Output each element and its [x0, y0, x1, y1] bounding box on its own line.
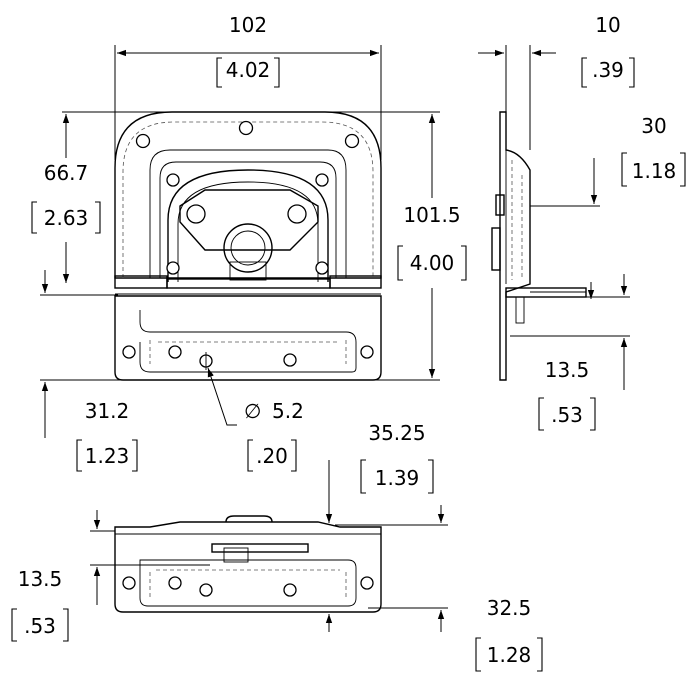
- side-latch: [495, 194, 505, 216]
- center-boss-inner: [230, 230, 266, 266]
- mount-hole: [135, 133, 151, 149]
- dim-bottom-upper-mm: 35.25: [368, 421, 425, 445]
- dim-height-left-in: 2.63: [44, 206, 89, 230]
- bottom-recess: [139, 559, 357, 607]
- mount-hole: [238, 120, 254, 136]
- mount-hole: [360, 345, 374, 359]
- side-plate: [499, 111, 531, 381]
- center-boss: [223, 223, 273, 273]
- bracket: [360, 459, 434, 494]
- leader-hole-diameter: [207, 367, 237, 426]
- dish-hidden-rim: [122, 121, 374, 278]
- bottom-latch-block: [223, 547, 249, 563]
- dim-hole-offset-mm: 31.2: [85, 399, 130, 423]
- bottom-hidden: [149, 569, 347, 600]
- bottom-boss: [225, 515, 273, 523]
- dim-bottom-right-mm: 32.5: [487, 596, 532, 620]
- mount-hole: [166, 173, 180, 187]
- side-dimensions: 10 .39 30 1.18 13.5 .53: [478, 13, 686, 431]
- bracket: [538, 397, 596, 431]
- bracket: [76, 439, 138, 472]
- dim-hole-diameter-in: .20: [256, 444, 288, 468]
- bracket: [247, 439, 297, 472]
- bottom-plate: [114, 521, 382, 613]
- dish-recess: [159, 161, 337, 278]
- dim-height-total-mm: 101.5: [403, 203, 460, 227]
- mount-hole: [166, 261, 180, 275]
- bracket: [397, 245, 467, 281]
- dim-offset-right-in: 1.18: [632, 159, 677, 183]
- side-boss: [491, 227, 501, 271]
- dim-bottom-right-in: 1.28: [487, 643, 532, 667]
- latch-plate-hole: [186, 204, 206, 224]
- handle-ring-inner: [177, 181, 319, 282]
- dish-plate-outline: [114, 111, 382, 279]
- dim-height-total-in: 4.00: [410, 251, 455, 275]
- bracket: [11, 608, 69, 642]
- mount-hole: [315, 173, 329, 187]
- dim-height-left-mm: 66.7: [44, 161, 89, 185]
- side-hinge-tab: [505, 287, 587, 298]
- base-plate: [114, 295, 382, 381]
- mount-hole: [315, 261, 329, 275]
- mount-hole: [122, 345, 136, 359]
- mount-hole: [199, 583, 213, 597]
- dim-width-mm: 102: [229, 13, 267, 37]
- dim-bottom-left-mm: 13.5: [18, 567, 63, 591]
- dim-bottom-upper-in: 1.39: [375, 466, 420, 490]
- bottom-view: [90, 515, 448, 613]
- dim-offset-right-mm: 30: [641, 114, 666, 138]
- mount-hole: [168, 576, 182, 590]
- handle-ring: [167, 169, 329, 282]
- side-hidden: [511, 160, 523, 280]
- bracket: [31, 201, 101, 234]
- bottom-latch-bar: [211, 543, 309, 553]
- bottom-dimensions: 13.5 .53 35.25 1.39 32.5 1.28: [11, 421, 543, 672]
- dim-bottom-left-in: .53: [24, 614, 56, 638]
- mount-hole: [344, 133, 360, 149]
- dim-offset-low-mm: 13.5: [545, 358, 590, 382]
- bracket: [581, 57, 635, 88]
- mount-hole: [122, 576, 136, 590]
- boss-neck: [229, 261, 267, 281]
- diameter-symbol: ∅: [244, 399, 261, 423]
- dim-thickness-mm: 10: [595, 13, 620, 37]
- dim-thickness-in: .39: [592, 58, 624, 82]
- mount-hole: [360, 576, 374, 590]
- dim-width-in: 4.02: [226, 58, 271, 82]
- hinge-pin: [166, 278, 331, 289]
- latch-plate-hole: [287, 204, 307, 224]
- mount-hole: [168, 345, 182, 359]
- bracket: [216, 57, 280, 88]
- side-pin: [515, 296, 525, 324]
- bracket: [475, 637, 543, 672]
- front-view: [40, 45, 440, 381]
- bracket: [621, 152, 686, 187]
- dim-offset-low-in: .53: [551, 403, 583, 427]
- base-recess: [139, 310, 357, 373]
- front-dimensions: 102 4.02 66.7 2.63 101.5 4.00 31.2 1.23 …: [31, 13, 467, 472]
- dish-inner-rim: [149, 149, 347, 278]
- mount-hole: [283, 583, 297, 597]
- dim-hole-diameter-mm: 5.2: [272, 399, 304, 423]
- dim-hole-offset-in: 1.23: [85, 444, 130, 468]
- side-view: [491, 45, 630, 381]
- base-hidden-edge: [149, 340, 347, 364]
- mount-hole: [283, 353, 297, 367]
- latch-plate: [179, 189, 319, 251]
